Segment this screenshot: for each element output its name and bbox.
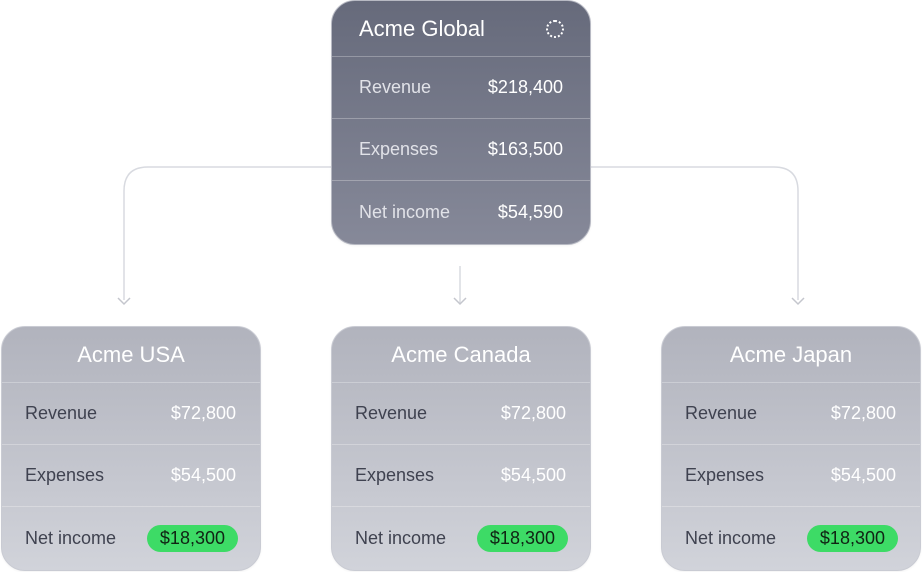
arrowhead-japan [791,297,805,306]
card-acme-canada[interactable]: Acme Canada Revenue $72,800 Expenses $54… [331,326,591,571]
card-acme-japan[interactable]: Acme Japan Revenue $72,800 Expenses $54,… [661,326,921,571]
row-label: Revenue [355,403,428,423]
loading-spinner-icon [546,19,564,38]
card-header: Acme Japan [662,327,920,383]
row-net-income: Net income $54,590 [332,181,590,243]
row-label: Revenue [25,403,98,423]
card-acme-usa[interactable]: Acme USA Revenue $72,800 Expenses $54,50… [1,326,261,571]
row-value: $54,500 [500,465,566,485]
row-expenses: Expenses $163,500 [332,119,590,181]
row-label: Net income [685,527,777,548]
row-label: Expenses [355,465,435,485]
row-net-income: Net income $18,300 [662,507,920,569]
arrowhead-usa [117,297,131,306]
row-value: $72,800 [500,403,566,423]
row-revenue: Revenue $72,800 [2,383,260,445]
net-income-badge: $18,300 [146,524,238,552]
row-label: Net income [355,527,447,548]
row-label: Expenses [685,465,765,485]
card-title: Acme USA [77,341,185,367]
card-header: Acme Canada [332,327,590,383]
row-value: $163,500 [487,139,563,159]
row-value: $218,400 [487,77,563,97]
row-revenue: Revenue $72,800 [662,383,920,445]
card-title: Acme Japan [729,341,853,367]
row-net-income: Net income $18,300 [332,507,590,569]
row-value: $72,800 [830,403,896,423]
connector-to-acme-japan [591,166,799,300]
card-acme-global[interactable]: Acme Global Revenue $218,400 Expenses $1… [331,0,591,245]
row-label: Revenue [685,403,758,423]
row-expenses: Expenses $54,500 [2,445,260,507]
row-expenses: Expenses $54,500 [662,445,920,507]
arrowhead-canada [453,297,467,306]
net-income-badge: $18,300 [476,524,568,552]
card-header: Acme USA [2,327,260,383]
card-header: Acme Global [332,1,590,57]
row-label: Net income [25,527,117,548]
row-revenue: Revenue $72,800 [332,383,590,445]
card-title: Acme Canada [391,341,531,367]
row-value: $54,500 [830,465,896,485]
net-income-badge: $18,300 [806,524,898,552]
row-label: Expenses [25,465,105,485]
row-label: Expenses [359,139,439,159]
row-value: $54,590 [497,201,563,222]
card-title: Acme Global [359,15,485,41]
row-value: $54,500 [170,465,236,485]
row-revenue: Revenue $218,400 [332,57,590,119]
row-label: Revenue [359,77,432,97]
row-value: $72,800 [170,403,236,423]
row-net-income: Net income $18,300 [2,507,260,569]
row-label: Net income [359,201,451,222]
row-expenses: Expenses $54,500 [332,445,590,507]
connector-to-acme-usa [123,166,331,300]
